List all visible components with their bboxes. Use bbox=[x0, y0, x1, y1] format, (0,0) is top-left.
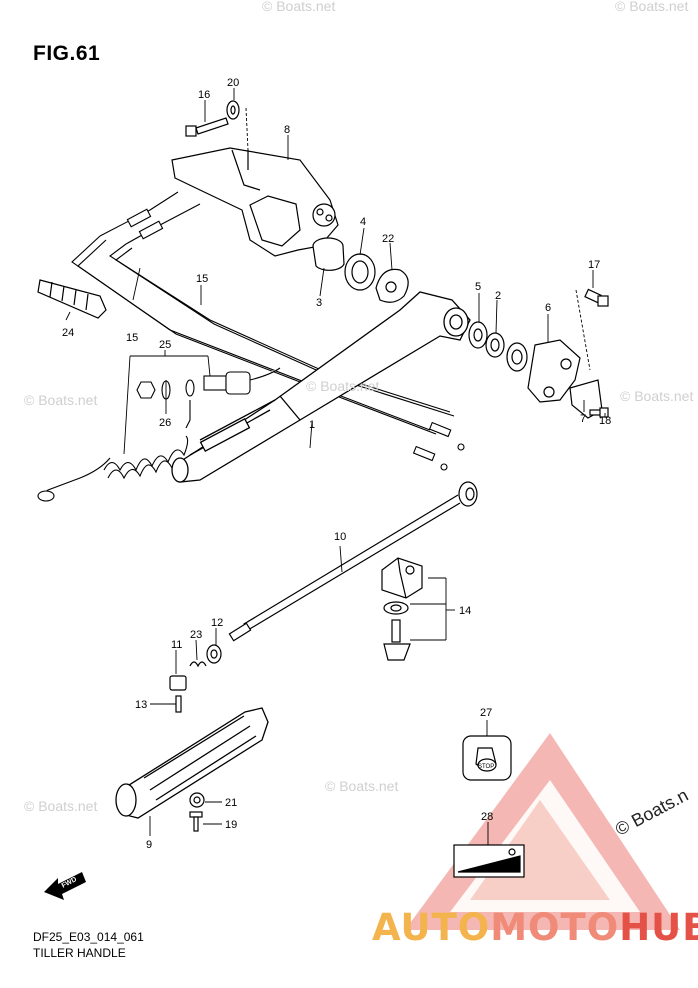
part-grip-24 bbox=[37, 279, 107, 319]
callout-13: 13 bbox=[135, 699, 147, 711]
part-rod-10 bbox=[228, 481, 478, 642]
callout-27: 27 bbox=[480, 707, 492, 719]
diagram-code: DF25_E03_014_061 bbox=[33, 930, 144, 944]
callout-6: 6 bbox=[545, 302, 551, 314]
brand-wordmark: AUTOMOTOHUB bbox=[372, 906, 698, 949]
callout-2: 2 bbox=[495, 290, 501, 302]
callout-4: 4 bbox=[360, 216, 366, 228]
part-warning-label-28 bbox=[453, 844, 525, 878]
part-small-parts bbox=[169, 644, 222, 713]
watermark: © Boats.net bbox=[615, 0, 689, 14]
fwd-arrow bbox=[44, 872, 86, 900]
part-cable-ends bbox=[412, 421, 465, 471]
part-stop-label-27 bbox=[462, 735, 512, 781]
callout-26: 26 bbox=[159, 417, 171, 429]
brand-part-auto: AUTO bbox=[372, 906, 491, 949]
callout-5: 5 bbox=[475, 281, 481, 293]
callout-23: 23 bbox=[190, 629, 202, 641]
part-bush-3 bbox=[312, 237, 345, 271]
stop-sticker-text: STOP bbox=[478, 764, 494, 770]
watermark: © Boats.net bbox=[325, 778, 399, 794]
callout-19: 19 bbox=[225, 819, 237, 831]
callout-15-upper: 15 bbox=[196, 273, 208, 285]
part-plate-22 bbox=[375, 268, 409, 303]
part-tiller-handle-1 bbox=[171, 291, 471, 483]
callout-14: 14 bbox=[459, 605, 471, 617]
watermark: © Boats.net bbox=[24, 798, 98, 814]
part-screw-18 bbox=[589, 407, 609, 418]
callout-9: 9 bbox=[146, 839, 152, 851]
watermark: © Boats.net bbox=[262, 0, 336, 14]
part-bolt-17 bbox=[584, 288, 609, 307]
watermark: © Boats.net bbox=[24, 392, 98, 408]
part-washers-5-2 bbox=[468, 321, 528, 372]
part-clip-21-screw-19 bbox=[189, 792, 205, 832]
part-adjuster-14 bbox=[381, 557, 423, 661]
part-cables-15 bbox=[71, 191, 455, 435]
callout-16: 16 bbox=[198, 89, 210, 101]
callout-28: 28 bbox=[481, 811, 493, 823]
callout-17: 17 bbox=[588, 259, 600, 271]
callout-18: 18 bbox=[599, 415, 611, 427]
leader-lines bbox=[65, 88, 606, 845]
part-washer-20 bbox=[226, 100, 240, 120]
callout-12: 12 bbox=[211, 617, 223, 629]
callout-20: 20 bbox=[227, 77, 239, 89]
diagram-name: TILLER HANDLE bbox=[33, 946, 126, 960]
watermark: © Boats.net bbox=[306, 378, 380, 394]
callout-25: 25 bbox=[159, 339, 171, 351]
brand-part-hub: HUB bbox=[619, 906, 698, 949]
part-coil-cord bbox=[103, 435, 189, 480]
callout-1: 1 bbox=[309, 419, 315, 431]
part-bracket-8 bbox=[171, 147, 339, 257]
part-bracket-6 bbox=[527, 339, 603, 419]
callout-7: 7 bbox=[580, 413, 586, 425]
figure-title: FIG.61 bbox=[33, 42, 101, 65]
callout-8: 8 bbox=[284, 124, 290, 136]
callout-24: 24 bbox=[62, 327, 74, 339]
callout-21: 21 bbox=[225, 797, 237, 809]
part-stop-switch-kit-25 bbox=[37, 367, 281, 502]
watermark: © Boats.net bbox=[620, 388, 694, 404]
callout-11: 11 bbox=[171, 639, 182, 651]
callout-3: 3 bbox=[316, 297, 322, 309]
callout-10: 10 bbox=[334, 531, 346, 543]
part-number-callouts: 1 2 3 4 5 6 7 8 9 10 11 12 13 14 15 15 1… bbox=[62, 77, 611, 851]
brand-part-moto: MOTO bbox=[490, 906, 620, 949]
part-grip-9 bbox=[115, 707, 269, 819]
callout-15-lower: 15 bbox=[126, 332, 138, 344]
part-bolt-16 bbox=[185, 117, 229, 137]
part-washer-4 bbox=[344, 253, 376, 291]
callout-22: 22 bbox=[382, 233, 394, 245]
